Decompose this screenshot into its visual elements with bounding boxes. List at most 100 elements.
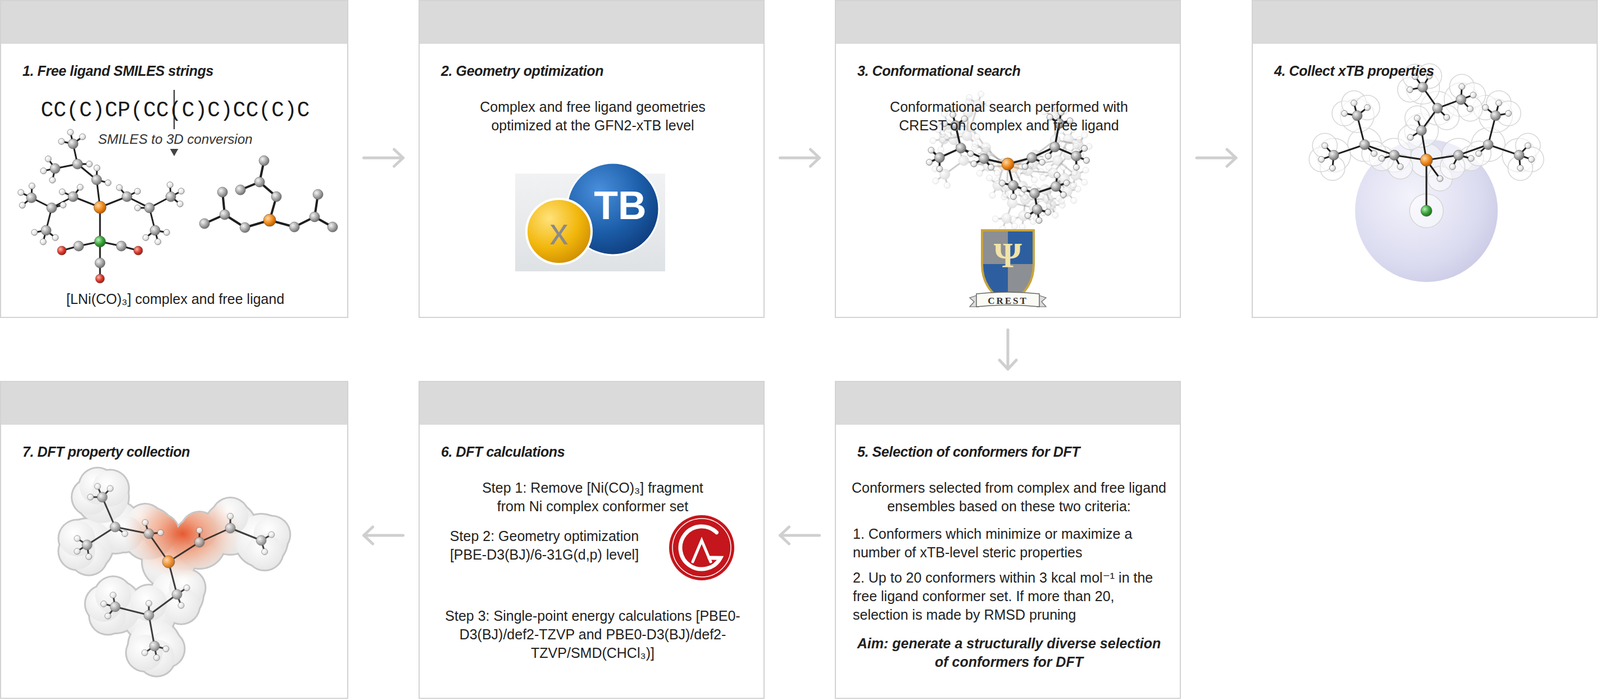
panel-heading: 4. Collect xTB properties	[1264, 49, 1600, 93]
atom	[67, 138, 79, 149]
atom	[970, 142, 979, 152]
header-bar	[835, 1, 1180, 44]
atom	[1458, 83, 1466, 90]
process-panel: 5. Selection of conformers for DFTConfor…	[834, 380, 1181, 699]
atom-spheres	[1308, 63, 1544, 228]
atom	[134, 188, 141, 195]
atom	[937, 146, 945, 154]
atom	[73, 241, 84, 252]
panel-heading: 7. DFT property collection	[12, 430, 359, 474]
header-bar	[835, 382, 1180, 425]
atom	[110, 601, 121, 612]
logo-arc	[680, 526, 721, 570]
atom	[988, 191, 997, 200]
atom	[219, 209, 230, 220]
atom	[194, 537, 205, 548]
atom	[1514, 150, 1525, 161]
atom	[1071, 142, 1080, 151]
panel-text: Complex and free ligand geometries optim…	[457, 97, 728, 135]
atom	[40, 167, 47, 175]
panel-heading: 2. Geometry optimization	[430, 49, 775, 93]
logo-ring	[672, 518, 731, 577]
atom	[1063, 179, 1070, 186]
atom	[1073, 184, 1083, 194]
atom	[268, 531, 275, 538]
panel-text: Conformational search performed with CRE…	[868, 97, 1150, 135]
atom	[142, 519, 149, 526]
atom	[1024, 212, 1031, 219]
atom	[143, 528, 154, 539]
gaussian-logo	[669, 515, 735, 581]
atom	[227, 513, 234, 520]
atom	[254, 176, 265, 188]
atom	[146, 600, 153, 607]
atom	[932, 177, 940, 185]
atom	[1080, 178, 1089, 187]
bond	[148, 594, 177, 616]
atom	[67, 191, 79, 202]
atom	[998, 179, 1006, 186]
atom	[163, 229, 170, 236]
panel-text: Step 1: Remove [Ni(CO)₃] fragment from N…	[466, 478, 720, 516]
header-bar	[419, 1, 764, 44]
atom	[105, 179, 112, 186]
flow-arrow	[780, 534, 820, 538]
atom	[165, 191, 176, 202]
atom	[1071, 151, 1082, 162]
atom	[1443, 114, 1450, 121]
surface-fill	[162, 587, 199, 624]
atom	[100, 600, 107, 607]
atom	[1082, 166, 1090, 175]
atom	[1407, 134, 1414, 141]
atom	[943, 181, 951, 189]
atom	[261, 548, 268, 556]
atom	[85, 553, 93, 560]
atom	[1318, 156, 1325, 163]
atom	[1051, 181, 1062, 192]
atom	[79, 133, 86, 140]
crest-logo	[969, 230, 1047, 307]
atom	[141, 649, 148, 656]
atom	[1449, 163, 1456, 170]
atom	[58, 188, 66, 195]
atom	[1352, 110, 1363, 121]
atom	[1001, 189, 1010, 199]
atom	[57, 246, 67, 256]
atom	[162, 555, 175, 568]
atom	[1495, 100, 1502, 107]
atom	[1073, 164, 1080, 171]
atom	[155, 238, 162, 245]
panel-heading: 6. DFT calculations	[430, 430, 775, 474]
atom	[26, 192, 37, 203]
atom	[183, 584, 190, 592]
atom	[1083, 157, 1090, 164]
atom	[72, 158, 83, 170]
atom	[1069, 196, 1079, 205]
atom	[1517, 165, 1524, 172]
molecule	[17, 129, 185, 284]
atom	[1021, 163, 1029, 170]
atom	[1389, 150, 1400, 161]
atom	[49, 176, 56, 184]
atom	[1456, 94, 1467, 105]
atom	[74, 535, 81, 542]
atom	[999, 211, 1014, 226]
atom	[1059, 140, 1068, 149]
atom	[1505, 110, 1512, 117]
atom	[91, 174, 102, 185]
atom	[1528, 156, 1535, 163]
atom	[1420, 205, 1433, 217]
atom	[50, 163, 61, 174]
atom	[107, 485, 114, 492]
atom	[1321, 142, 1329, 149]
atom	[991, 214, 1000, 224]
atom	[988, 164, 995, 171]
atom	[1467, 155, 1475, 162]
atom	[929, 137, 938, 145]
atom	[976, 89, 986, 99]
atom	[1013, 170, 1022, 180]
atom	[28, 183, 35, 190]
atom	[121, 191, 133, 202]
atom	[1482, 104, 1489, 111]
atom	[1053, 172, 1061, 179]
